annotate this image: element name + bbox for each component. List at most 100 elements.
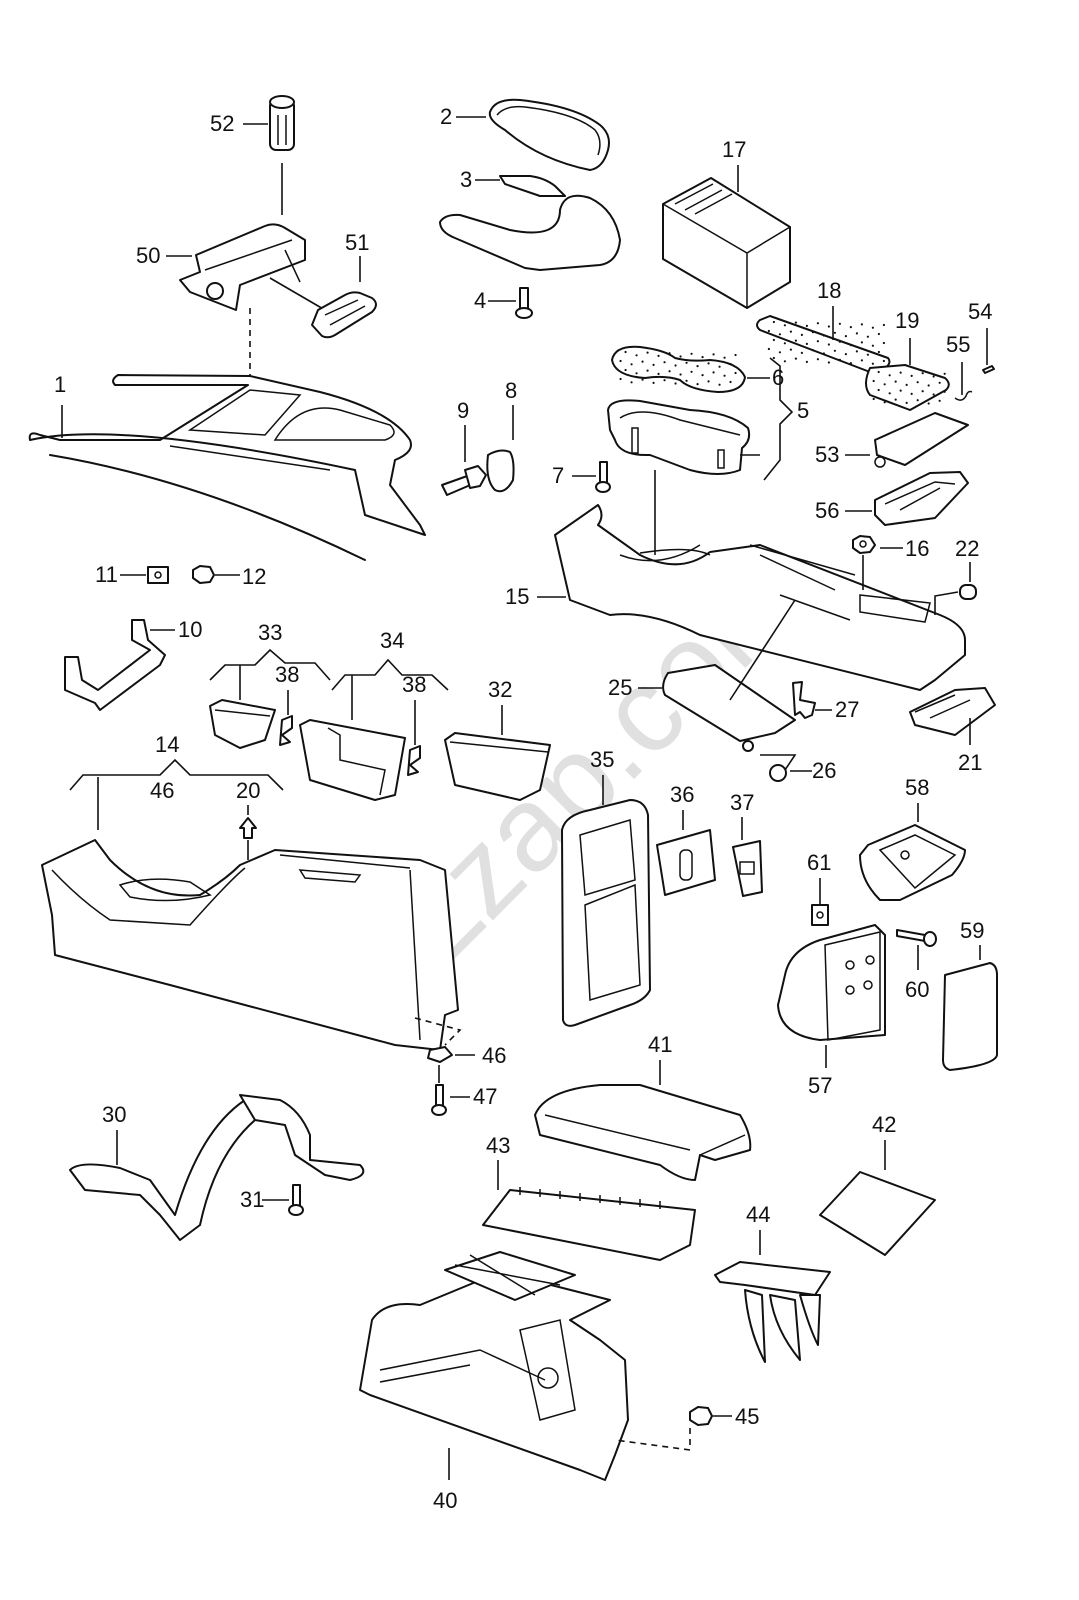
label-54: 54 [968,299,992,324]
label-59: 59 [960,918,984,943]
part-20-push-clip[interactable] [239,817,257,839]
label-6: 6 [772,365,784,390]
part-38-clip-b[interactable] [407,745,421,776]
part-6-cup-holder-mat[interactable] [611,345,746,393]
label-5: 5 [797,398,809,423]
part-54-pin[interactable] [982,365,995,374]
part-26-expansion-clip[interactable] [769,764,787,782]
label-14: 14 [155,732,179,757]
part-11-speed-nut[interactable] [147,566,169,584]
label-7: 7 [552,463,564,488]
part-46-clip-nut[interactable] [427,1046,453,1063]
part-51-ashtray-insert[interactable] [311,291,377,339]
part-57-ashtray-assembly[interactable] [777,924,886,1041]
part-40-armrest-base[interactable] [359,1251,629,1481]
label-41: 41 [648,1032,672,1057]
part-9-bolt[interactable] [441,465,487,496]
label-43: 43 [486,1133,510,1158]
label-55: 55 [946,332,970,357]
part-50-ashtray-housing[interactable] [179,223,306,311]
label-8: 8 [505,378,517,403]
mat-18-dots [767,320,885,365]
label-61: 61 [807,850,831,875]
part-17-storage-box[interactable] [662,177,791,309]
label-33: 33 [258,620,282,645]
label-30: 30 [102,1102,126,1127]
part-5-cup-holder[interactable] [607,399,751,475]
part-43-tray-frame[interactable] [482,1187,696,1261]
mat-6-dots [619,350,737,386]
part-36-bezel[interactable] [656,829,716,896]
part-45-nut[interactable] [689,1406,713,1426]
part-2-seal[interactable] [488,98,610,171]
part-59-cover[interactable] [942,962,998,1071]
part-10-bracket[interactable] [64,619,166,711]
label-51: 51 [345,230,369,255]
label-46a: 46 [150,778,174,803]
label-1: 1 [54,372,66,397]
label-60: 60 [905,977,929,1002]
part-53-lid[interactable] [874,412,969,468]
part-32-storage-pocket[interactable] [444,732,551,801]
label-10: 10 [178,617,202,642]
label-44: 44 [746,1202,770,1227]
label-4: 4 [474,288,486,313]
part-37-switch[interactable] [732,840,763,897]
label-36: 36 [670,782,694,807]
label-42: 42 [872,1112,896,1137]
label-50: 50 [136,243,160,268]
label-57: 57 [808,1073,832,1098]
label-27: 27 [835,697,859,722]
part-4-screw[interactable] [515,287,533,319]
label-45: 45 [735,1404,759,1429]
label-3: 3 [460,167,472,192]
label-40: 40 [433,1488,457,1513]
part-44-bracket[interactable] [714,1261,831,1363]
label-2: 2 [440,104,452,129]
label-9: 9 [457,398,469,423]
part-3-cup-holder-frame[interactable] [439,175,621,271]
part-15-console-upper-trim[interactable] [554,504,966,691]
part-61-clip[interactable] [811,904,829,926]
part-7-screw[interactable] [595,461,611,493]
part-41-armrest-lid[interactable] [534,1084,752,1181]
part-34-storage-pocket-large[interactable] [299,719,406,801]
label-16: 16 [905,536,929,561]
part-58-ashtray-housing[interactable] [859,824,966,901]
part-8-clip[interactable] [486,449,515,493]
part-25-cover-panel[interactable] [662,664,796,752]
part-19-mat-pad[interactable] [865,364,950,411]
label-26: 26 [812,758,836,783]
label-52: 52 [210,111,234,136]
label-35: 35 [590,747,614,772]
part-27-clip[interactable] [792,681,816,719]
label-37: 37 [730,790,754,815]
label-22: 22 [955,536,979,561]
label-12: 12 [242,564,266,589]
label-25: 25 [608,675,632,700]
mat-19-dots [872,370,946,405]
label-32: 32 [488,677,512,702]
part-21-switch-block[interactable] [909,687,996,736]
part-33-storage-pocket-small[interactable] [209,699,276,749]
part-1-console-trim-panel[interactable] [28,374,426,561]
label-11: 11 [95,562,118,587]
part-52-cigarette-lighter[interactable] [269,95,295,151]
part-22-plug[interactable] [959,584,977,600]
part-30-support-bracket[interactable] [69,1094,365,1241]
part-38-clip-a[interactable] [279,715,293,746]
part-16-nut[interactable] [852,535,876,554]
part-42-mat[interactable] [819,1171,936,1256]
label-56: 56 [815,498,839,523]
label-21: 21 [958,750,982,775]
part-14-console-lower-trim[interactable] [41,839,459,1051]
part-12-nut[interactable] [192,565,215,584]
part-56-tray[interactable] [874,471,969,526]
label-38a: 38 [275,662,299,687]
part-35-trim-panel[interactable] [561,799,651,1027]
part-60-screw[interactable] [896,929,937,947]
part-55-spring[interactable] [954,390,973,401]
part-47-screw[interactable] [431,1084,447,1116]
part-31-screw[interactable] [288,1184,304,1216]
